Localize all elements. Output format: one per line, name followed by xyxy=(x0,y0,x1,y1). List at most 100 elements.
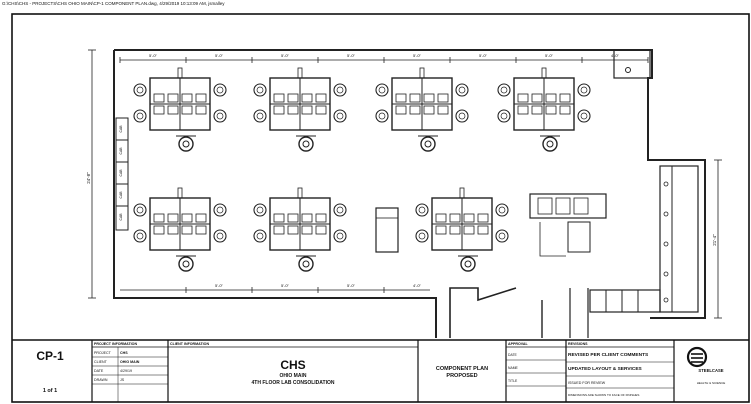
chair-icon xyxy=(253,83,267,97)
cabinet-label: CAB xyxy=(119,191,123,199)
dimension-label: 5'-0" xyxy=(545,53,554,58)
top-dim-ticks xyxy=(119,57,649,63)
chair-icon xyxy=(133,229,147,243)
chair-icon xyxy=(375,109,389,123)
client-info-header: CLIENT INFORMATION xyxy=(170,342,209,346)
instrument-icon xyxy=(418,135,438,152)
project-row-value: OHIO MAIN xyxy=(120,360,140,364)
chair-icon xyxy=(333,203,347,217)
floor-plan xyxy=(88,49,722,338)
perimeter-casework xyxy=(659,165,699,313)
lab-island xyxy=(133,187,227,272)
chair-icon xyxy=(333,83,347,97)
client-location: OHIO MAIN xyxy=(280,373,307,379)
chair-icon xyxy=(577,83,591,97)
room-wall-entry xyxy=(449,287,517,338)
revision-note: REVISED PER CLIENT COMMENTS xyxy=(568,352,649,358)
instrument-icon xyxy=(296,255,316,272)
chair-icon xyxy=(333,229,347,243)
chair-icon xyxy=(213,109,227,123)
chair-icon xyxy=(495,229,509,243)
dimension-label: 5'-0" xyxy=(281,53,290,58)
chair-icon xyxy=(133,109,147,123)
approval-row: TITLE xyxy=(508,379,518,383)
drawing-title-line2: PROPOSED xyxy=(446,373,477,379)
logo-subtext: HEALTH & SCIENCE xyxy=(697,381,726,385)
dimension-label: 4'-0" xyxy=(413,283,422,288)
chair-icon xyxy=(213,83,227,97)
project-row-label: DATE xyxy=(94,369,104,373)
cabinet-label: CAB xyxy=(119,125,123,133)
project-row-label: PROJECT xyxy=(94,351,112,355)
note-text: DIMENSIONS ARE SHOWN TO FACE OF FINISHES xyxy=(568,393,639,397)
chair-icon xyxy=(497,109,511,123)
lab-island xyxy=(133,67,227,152)
instrument-icon xyxy=(176,135,196,152)
sheet-count: 1 of 1 xyxy=(43,388,57,394)
equipment-cart xyxy=(375,207,399,253)
lab-island xyxy=(253,67,347,152)
chair-icon xyxy=(455,83,469,97)
chair-icon xyxy=(253,229,267,243)
chair-icon xyxy=(253,109,267,123)
revision-note: ISSUED FOR REVIEW xyxy=(568,381,606,385)
client-project: 4TH FLOOR LAB CONSOLIDATION xyxy=(252,380,335,386)
chair-icon xyxy=(133,203,147,217)
right-height-dim: 21'-4" xyxy=(712,234,717,246)
fume-hood xyxy=(529,193,607,219)
chair-icon xyxy=(213,229,227,243)
logo-text: STEELCASE xyxy=(698,368,723,373)
dimension-label: 5'-0" xyxy=(215,283,224,288)
room-wall-left-bottom xyxy=(113,50,437,338)
chair-icon xyxy=(375,83,389,97)
project-info-header: PROJECT INFORMATION xyxy=(94,342,137,346)
company-logo-icon xyxy=(686,346,708,368)
dimension-label: 5'-0" xyxy=(479,53,488,58)
file-path-header: G:\CHS\CHS - PROJECTS\CHS OHIO MAIN\CP-1… xyxy=(2,1,225,6)
project-row-value: 4/29/19 xyxy=(120,369,132,373)
approval-header: APPROVAL xyxy=(508,342,529,346)
project-row-value: CHS xyxy=(120,351,128,355)
bottom-dimension-labels: 5'-0" 5'-0" 5'-0" 4'-0" xyxy=(215,283,422,288)
lab-island xyxy=(375,67,469,152)
lab-islands xyxy=(133,67,591,272)
cabinet-label: CAB xyxy=(119,169,123,177)
lab-island xyxy=(415,187,509,272)
chair-icon xyxy=(415,229,429,243)
chair-icon xyxy=(495,203,509,217)
project-row-label: DRAWN xyxy=(94,378,108,382)
sheet-border xyxy=(11,13,750,403)
project-row-label: CLIENT xyxy=(94,360,108,364)
chair-icon xyxy=(213,203,227,217)
top-dimension-labels: 5'-0"5'-0"5'-0"5'-0"5'-0"5'-0"5'-0"4'-0" xyxy=(149,53,620,58)
overall-height-dim: 24'-8" xyxy=(86,172,91,184)
project-row-value: JS xyxy=(120,378,125,382)
dimension-label: 5'-0" xyxy=(347,283,356,288)
dimension-label: 5'-0" xyxy=(413,53,422,58)
dimension-label: 5'-0" xyxy=(281,283,290,288)
approval-row: NAME xyxy=(508,366,519,370)
dimension-label: 4'-0" xyxy=(611,53,620,58)
instrument-icon xyxy=(540,135,560,152)
chair-icon xyxy=(333,109,347,123)
dimension-label: 5'-0" xyxy=(347,53,356,58)
sheet-number: CP-1 xyxy=(36,349,64,363)
client-name: CHS xyxy=(280,358,305,372)
chair-icon xyxy=(415,203,429,217)
chair-icon xyxy=(577,109,591,123)
lab-island xyxy=(497,67,591,152)
sink-icon xyxy=(625,67,631,73)
dimension-label: 5'-0" xyxy=(149,53,158,58)
bottom-casework xyxy=(589,289,661,313)
title-block xyxy=(12,339,749,402)
revisions-header: REVISIONS xyxy=(568,342,588,346)
revision-note: UPDATED LAYOUT & SERVICES xyxy=(568,366,643,372)
chair-icon xyxy=(133,83,147,97)
cabinet-label: CAB xyxy=(119,213,123,221)
instrument-icon xyxy=(176,255,196,272)
side-cabinet-run xyxy=(115,117,129,231)
storage-unit xyxy=(567,221,591,253)
instrument-icon xyxy=(458,255,478,272)
